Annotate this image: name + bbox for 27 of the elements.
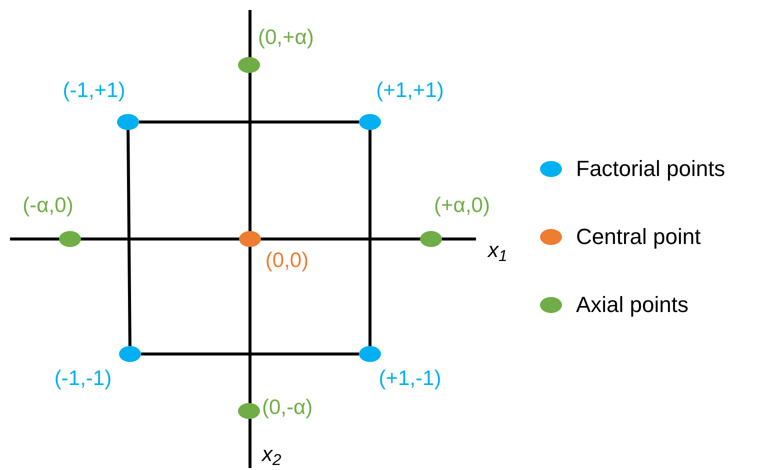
point-label: (+α,0): [434, 195, 490, 216]
point-label: (+1,+1): [376, 80, 444, 101]
design-point: [238, 403, 260, 419]
square-side: [141, 352, 359, 356]
legend-text: Axial points: [576, 294, 689, 316]
point-label: (-1,-1): [54, 368, 112, 389]
square-side: [368, 130, 372, 346]
legend-text: Central point: [576, 226, 701, 248]
square-side: [139, 120, 359, 124]
legend-text: Factorial points: [576, 158, 726, 180]
point-label: (0,0): [265, 250, 309, 271]
design-point: [420, 231, 442, 247]
design-point: [119, 346, 141, 362]
square-side: [126, 130, 132, 346]
design-point: [239, 231, 261, 247]
point-label: (+1,-1): [378, 368, 442, 389]
design-point: [359, 114, 381, 130]
point-label: (0,-α): [262, 397, 313, 418]
design-point: [359, 346, 381, 362]
design-point: [238, 57, 260, 73]
point-label: (0,+α): [258, 27, 314, 48]
point-label: (-α,0): [22, 195, 74, 216]
axis-label: x$_{2}$: [262, 444, 282, 465]
design-point: [117, 114, 139, 130]
axis-label: x$_{1}$: [488, 240, 508, 261]
design-point: [59, 231, 81, 247]
point-label: (-1,+1): [62, 80, 126, 101]
